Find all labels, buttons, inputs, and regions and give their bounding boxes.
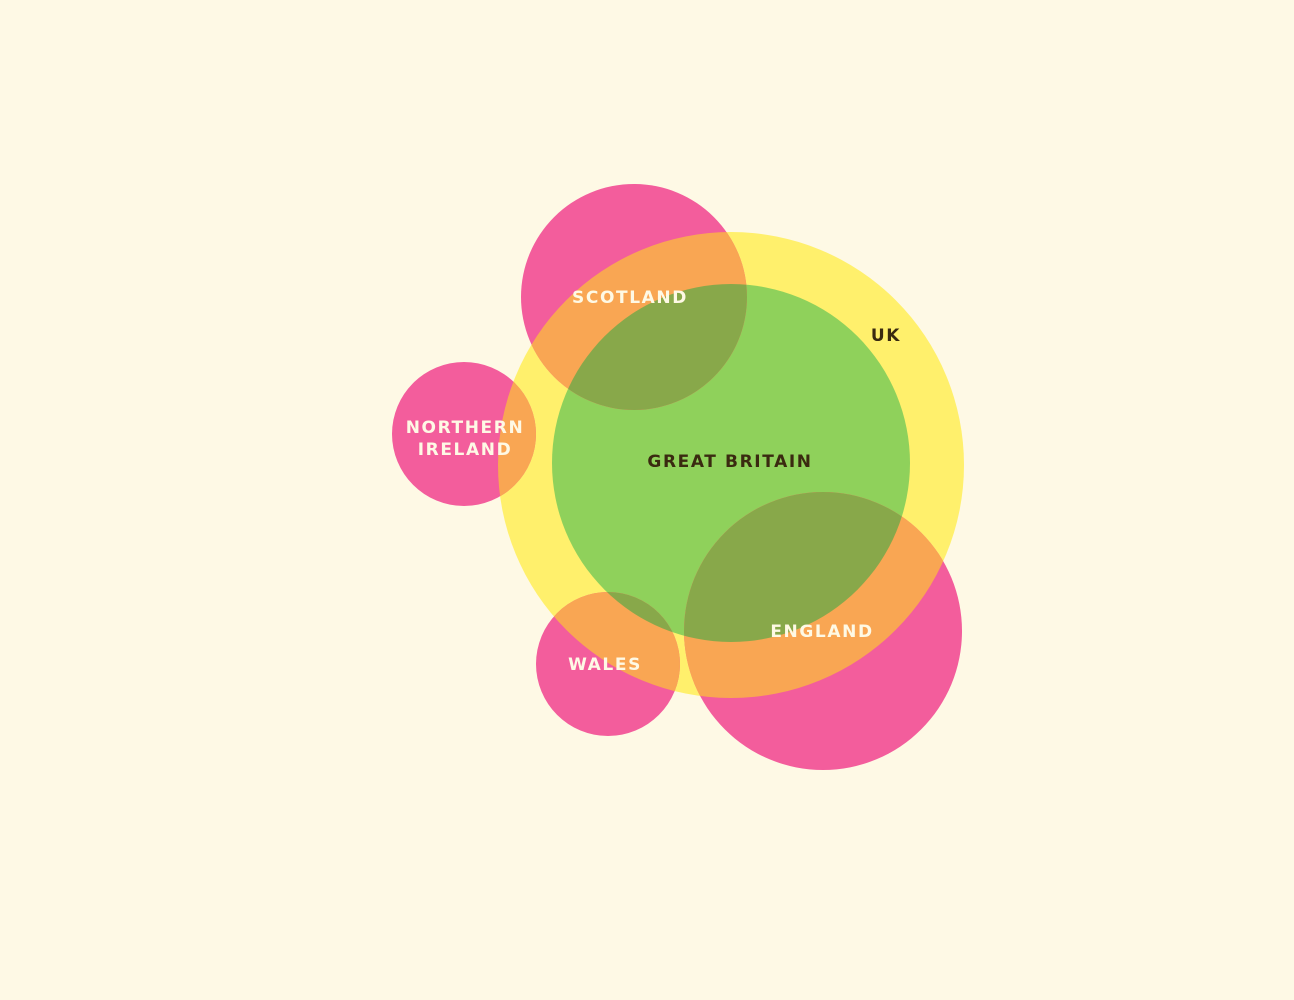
wales-label: WALES [568, 655, 642, 675]
great-britain-label: GREAT BRITAIN [647, 452, 812, 472]
england-label: ENGLAND [770, 622, 873, 642]
scotland-label: SCOTLAND [572, 288, 688, 308]
northern-ireland-label-line1: NORTHERN [406, 418, 525, 438]
northern-ireland-label-line2: IRELAND [418, 440, 513, 460]
uk-label: UK [871, 326, 901, 346]
